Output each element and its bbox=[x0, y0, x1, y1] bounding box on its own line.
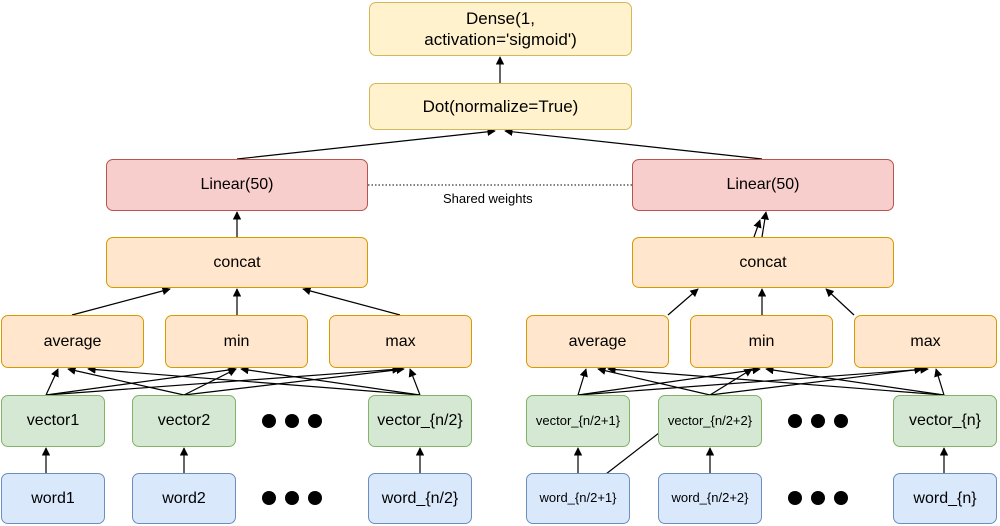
vector-right-2-label: vector_{n/2+2} bbox=[667, 412, 753, 428]
ellipsis-vectors-right bbox=[788, 414, 848, 428]
word-right-n-label: word_{n} bbox=[913, 489, 977, 507]
ellipsis-dot bbox=[308, 491, 322, 505]
word-right-2-label: word_{n/2+2} bbox=[671, 490, 749, 506]
pool-max-right-label: max bbox=[910, 332, 941, 350]
ellipsis-dot bbox=[811, 414, 825, 428]
ellipsis-dot bbox=[834, 414, 848, 428]
concat-left-label: concat bbox=[213, 253, 261, 271]
vector-node-left-n: vector_{n/2} bbox=[368, 395, 472, 447]
vector-left-2-label: vector2 bbox=[157, 412, 211, 429]
dense-label: Dense(1, activation='sigmoid') bbox=[424, 8, 577, 49]
pool-average-right-label: average bbox=[568, 332, 627, 350]
vector-node-right-n: vector_{n} bbox=[893, 395, 997, 447]
dot-node: Dot(normalize=True) bbox=[369, 83, 632, 130]
dense-node: Dense(1, activation='sigmoid') bbox=[369, 2, 632, 56]
vector-right-1-label: vector_{n/2+1} bbox=[535, 412, 621, 428]
ellipsis-dot bbox=[788, 414, 802, 428]
edge-linear-right-to-dot bbox=[504, 127, 763, 160]
word-node-right-1: word_{n/2+1} bbox=[526, 473, 630, 524]
edge-max-to-concat-left bbox=[302, 286, 401, 316]
pool-min-left: min bbox=[165, 315, 308, 368]
pool-average-left-label: average bbox=[43, 332, 102, 350]
edge-average-to-concat-left bbox=[71, 286, 171, 316]
ellipsis-words-right bbox=[788, 491, 848, 505]
dot-label: Dot(normalize=True) bbox=[422, 96, 579, 116]
pool-average-right: average bbox=[526, 315, 669, 368]
word-node-right-n: word_{n} bbox=[893, 473, 997, 524]
ellipsis-words-left bbox=[262, 491, 322, 505]
word-node-right-2: word_{n/2+2} bbox=[658, 473, 762, 524]
shared-weights-caption: Shared weights bbox=[443, 191, 533, 206]
word-right-1-label: word_{n/2+1} bbox=[539, 490, 617, 506]
ellipsis-dot bbox=[262, 414, 276, 428]
vector-node-left-2: vector2 bbox=[132, 395, 236, 447]
pool-max-right: max bbox=[854, 315, 997, 368]
ellipsis-dot bbox=[811, 491, 825, 505]
pool-max-left-label: max bbox=[385, 332, 416, 350]
ellipsis-dot bbox=[788, 491, 802, 505]
vector-node-right-2: vector_{n/2+2} bbox=[658, 395, 762, 447]
concat-right-node: concat bbox=[632, 237, 894, 288]
ellipsis-dot bbox=[285, 414, 299, 428]
ellipsis-vectors-left bbox=[262, 414, 322, 428]
word-node-left-n: word_{n/2} bbox=[368, 473, 472, 524]
vector-node-left-1: vector1 bbox=[1, 395, 105, 447]
pool-min-right: min bbox=[690, 315, 833, 368]
concat-right-label: concat bbox=[739, 253, 787, 271]
word-left-1-label: word1 bbox=[31, 489, 75, 507]
word-left-2-label: word2 bbox=[162, 489, 206, 507]
ellipsis-dot bbox=[262, 491, 276, 505]
linear-left-node: Linear(50) bbox=[106, 159, 368, 211]
edge-linear-left-to-dot bbox=[236, 127, 496, 160]
pool-max-left: max bbox=[329, 315, 472, 368]
word-node-left-1: word1 bbox=[1, 473, 105, 524]
linear-right-node: Linear(50) bbox=[632, 159, 894, 211]
vector-node-right-1: vector_{n/2+1} bbox=[526, 395, 630, 447]
concat-left-node: concat bbox=[106, 237, 368, 288]
pool-min-left-label: min bbox=[223, 332, 250, 350]
word-node-left-2: word2 bbox=[132, 473, 236, 524]
linear-left-label: Linear(50) bbox=[200, 176, 274, 193]
vector-right-n-label: vector_{n} bbox=[908, 412, 982, 429]
pool-average-left: average bbox=[1, 315, 144, 368]
ellipsis-dot bbox=[308, 414, 322, 428]
ellipsis-dot bbox=[834, 491, 848, 505]
linear-right-label: Linear(50) bbox=[726, 176, 800, 193]
vector-left-1-label: vector1 bbox=[26, 412, 80, 429]
vector-left-n-label: vector_{n/2} bbox=[377, 412, 463, 429]
ellipsis-dot bbox=[285, 491, 299, 505]
word-left-n-label: word_{n/2} bbox=[381, 489, 459, 507]
pool-min-right-label: min bbox=[748, 332, 775, 350]
